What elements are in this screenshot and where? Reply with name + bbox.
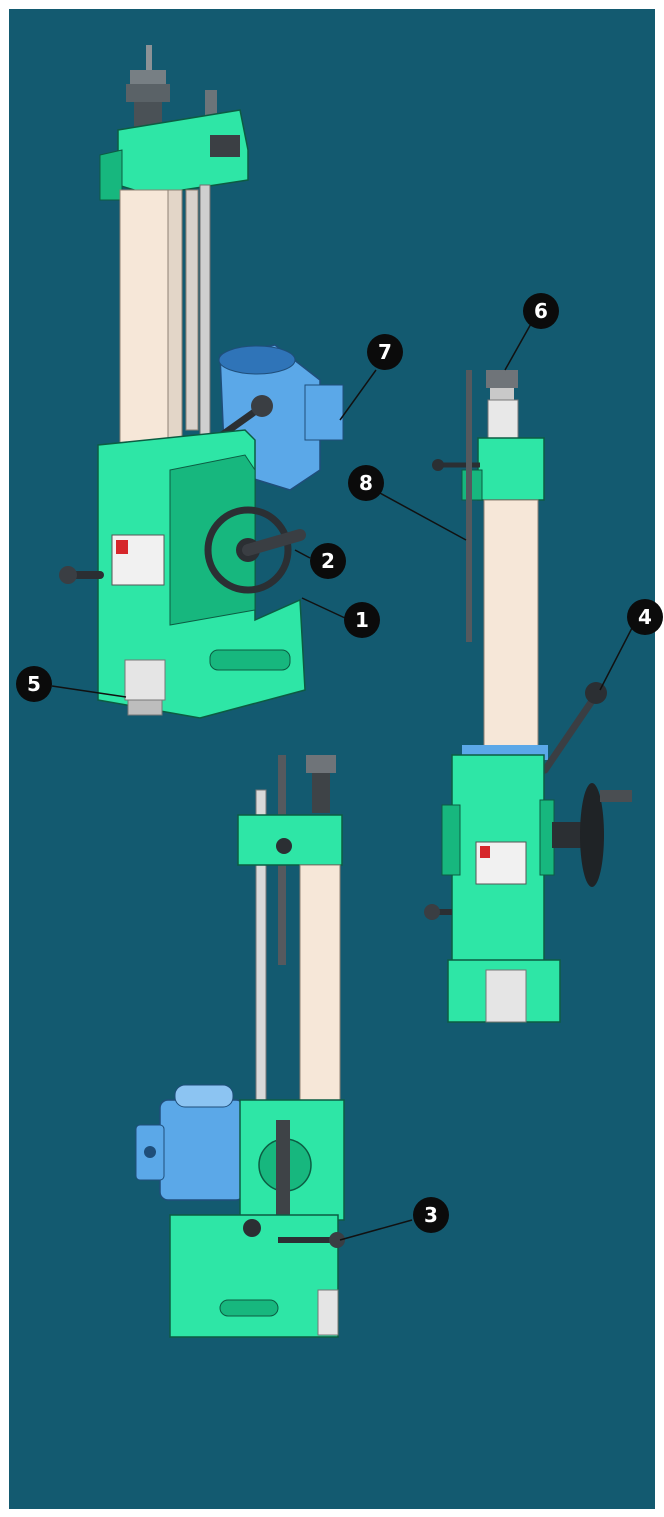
callout-6: 6 bbox=[523, 293, 559, 329]
warning-plate bbox=[111, 534, 165, 586]
side-column bbox=[483, 499, 539, 756]
view-front bbox=[135, 755, 345, 1338]
callout-8: 8 bbox=[348, 465, 384, 501]
callout-1: 1 bbox=[344, 602, 380, 638]
callout-4: 4 bbox=[627, 599, 663, 635]
depth-rod bbox=[466, 370, 472, 642]
view-side bbox=[424, 370, 632, 1023]
callout-5-label: 5 bbox=[27, 672, 41, 696]
callout-3-label: 3 bbox=[424, 1203, 438, 1227]
callout-3: 3 bbox=[413, 1197, 449, 1233]
front-head bbox=[237, 814, 343, 866]
callout-7: 7 bbox=[367, 334, 403, 370]
callout-1-label: 1 bbox=[355, 608, 369, 632]
front-column bbox=[299, 864, 341, 1101]
handwheel bbox=[204, 506, 292, 594]
callout-5: 5 bbox=[16, 666, 52, 702]
front-motor bbox=[159, 1099, 245, 1201]
side-head bbox=[477, 437, 545, 501]
callout-2-label: 2 bbox=[321, 549, 335, 573]
callout-4-label: 4 bbox=[638, 605, 652, 629]
callout-7-label: 7 bbox=[378, 340, 392, 364]
callout-2: 2 bbox=[310, 543, 346, 579]
leader-lines bbox=[51, 321, 633, 1241]
view-isometric bbox=[59, 45, 344, 719]
callout-8-label: 8 bbox=[359, 471, 373, 495]
main-column bbox=[119, 189, 173, 456]
callout-6-label: 6 bbox=[534, 299, 548, 323]
